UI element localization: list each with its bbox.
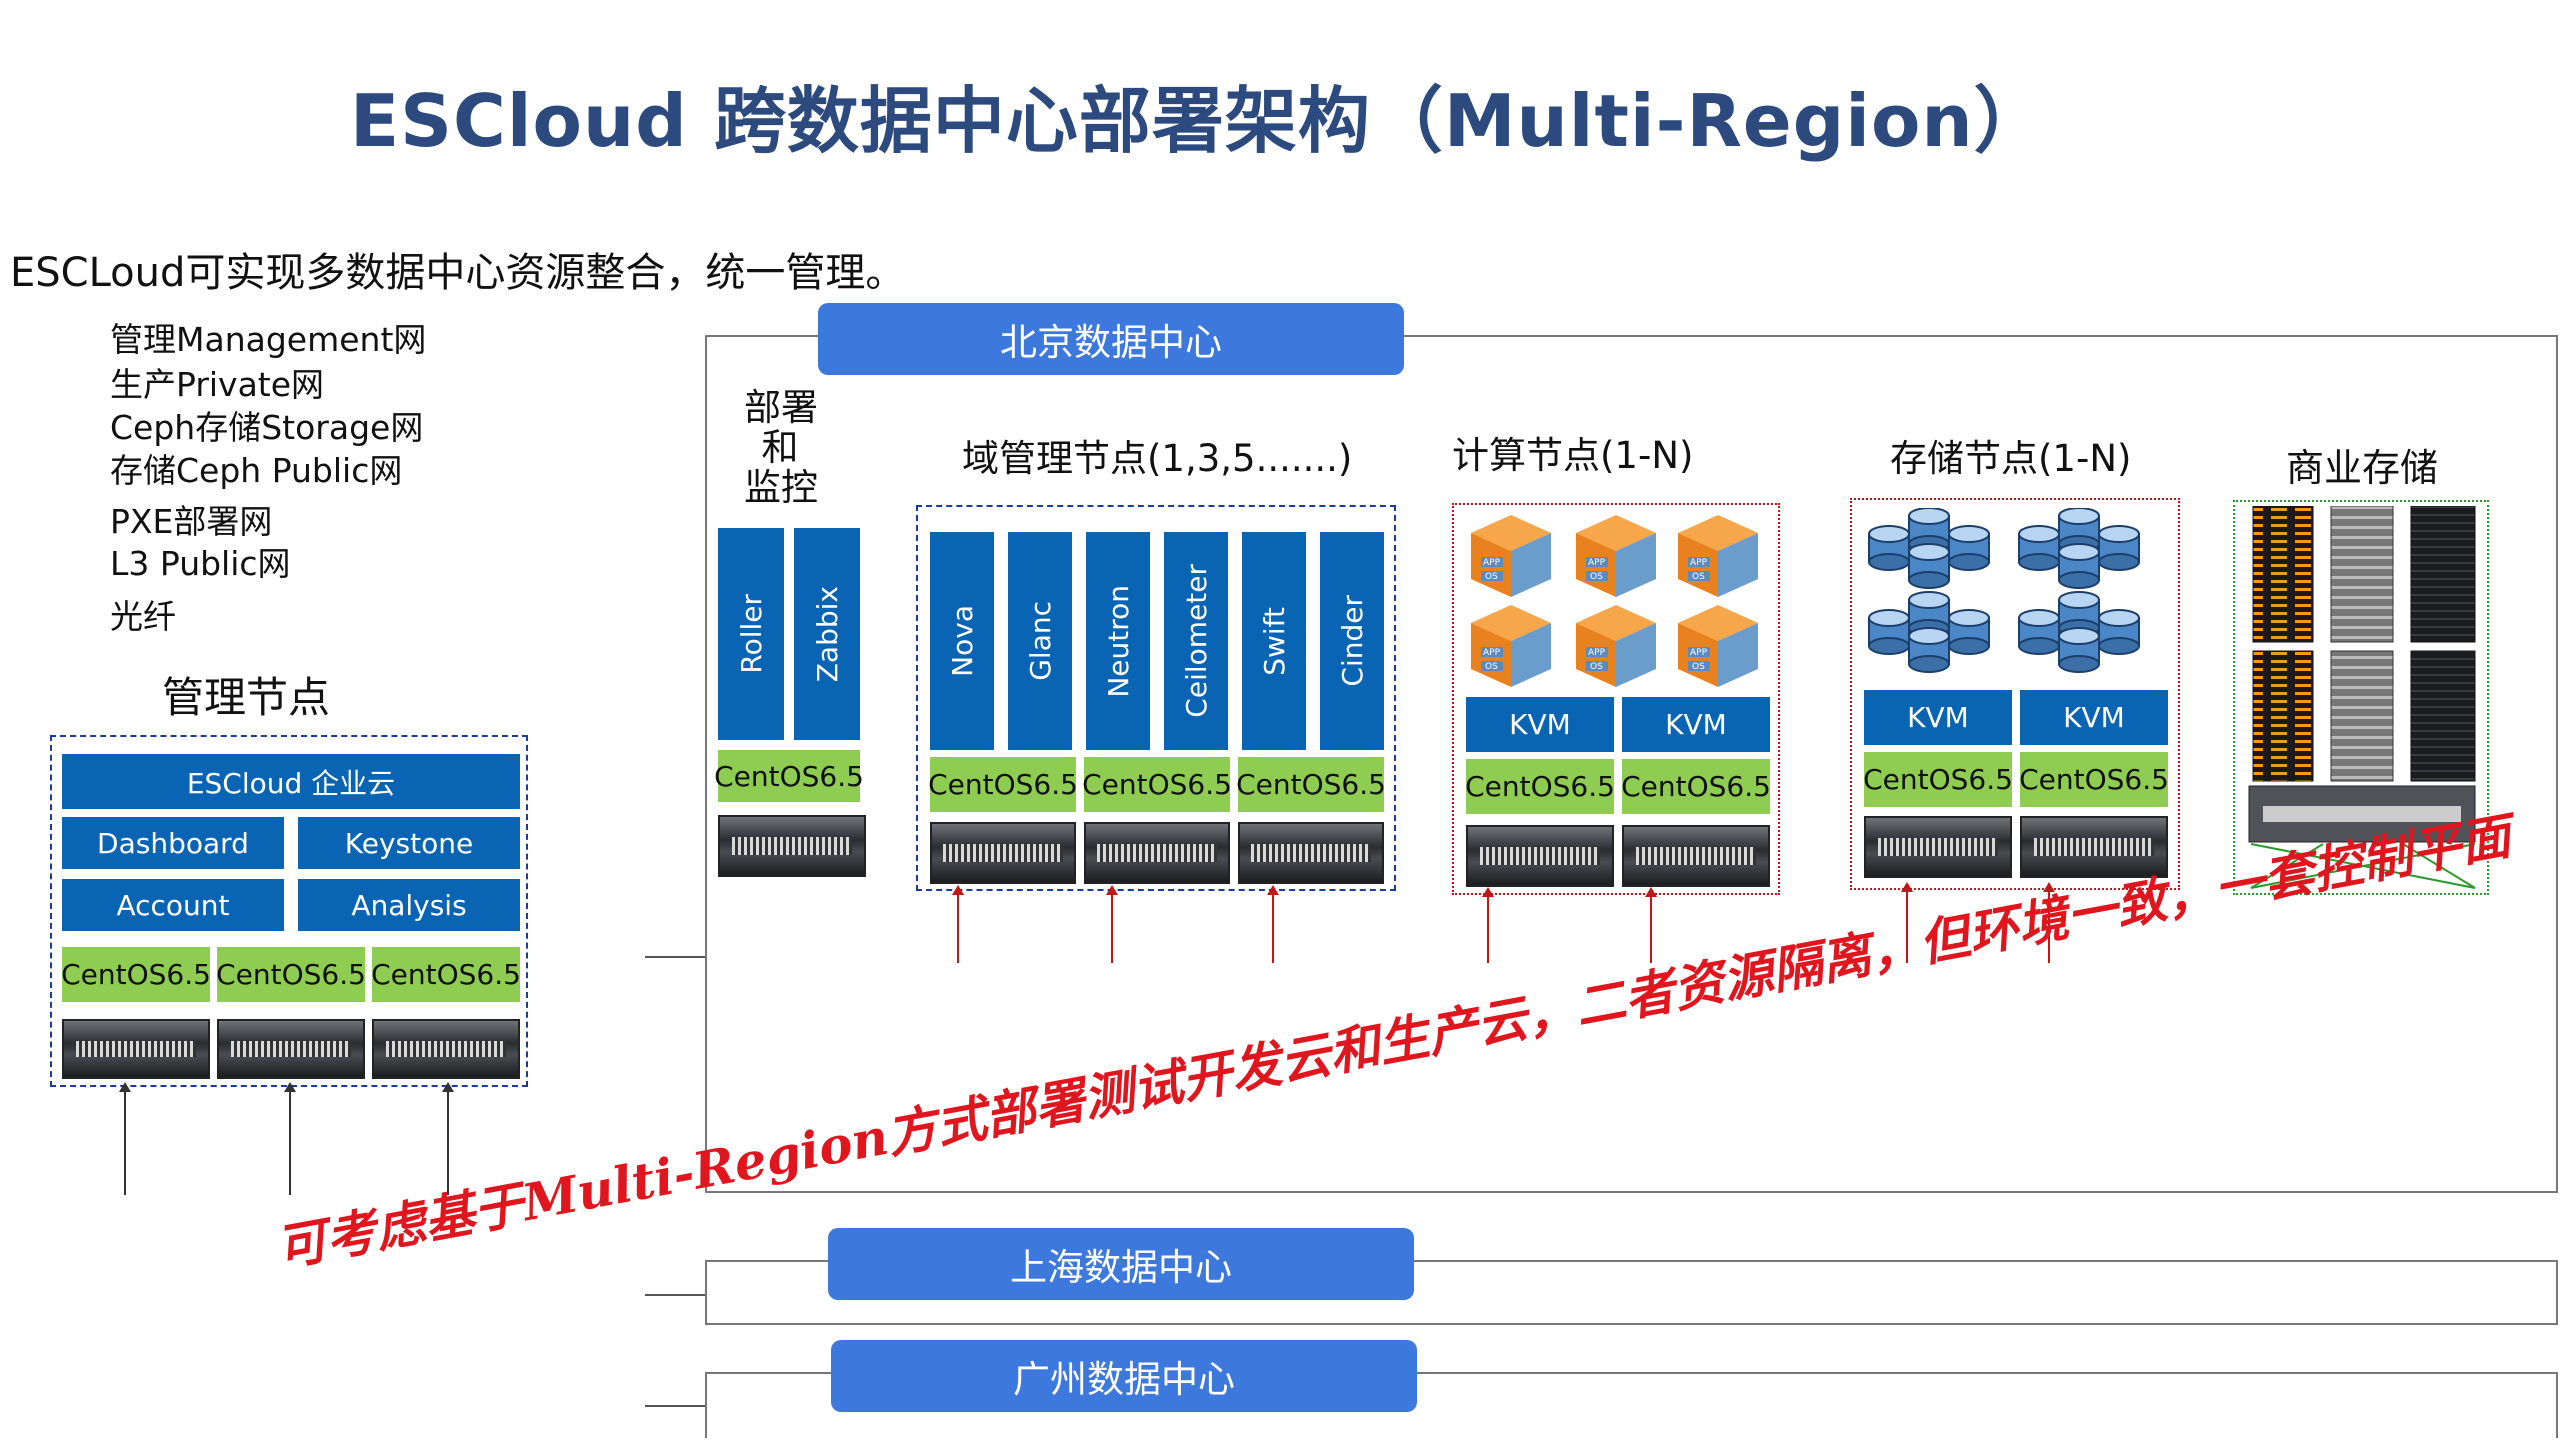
uplink-arrow [442,1082,454,1195]
disk-cylinder-icon [1864,508,2170,698]
legend-item: L3 Public网 [110,544,291,583]
uplink-arrow [1267,885,1279,963]
os-label: CentOS6.5 [1621,759,1771,814]
uplink-arrow [119,1082,131,1195]
storage-heading: 存储节点(1-N) [1890,437,2132,480]
uplink-arrow [1901,882,1913,963]
legend-item: PXE部署网 [110,502,273,541]
zabbix-module: Zabbix [794,528,860,740]
kvm-label: KVM [1622,697,1770,752]
glanc-module: Glanc [1008,532,1072,750]
neutron-module: Neutron [1086,532,1150,750]
kvm-label: KVM [2020,690,2168,745]
shanghai-dc-frame [705,1260,2558,1325]
server-icon [1864,816,2012,878]
connector-line [645,1405,705,1407]
guangzhou-dc-header: 广州数据中心 [831,1340,1417,1412]
server-icon [1622,825,1770,887]
os-label: CentOS6.5 [1236,757,1386,812]
legend-item: 生产Private网 [110,365,325,404]
os-label: CentOS6.5 [1863,752,2013,807]
deploy-heading-line: 部署 [744,386,818,429]
legend-item: 存储Ceph Public网 [110,451,403,490]
server-icon [372,1019,520,1079]
beijing-dc-frame [705,335,2558,1193]
escloud-banner: ESCloud 企业云 [62,754,520,809]
os-label: CentOS6.5 [928,757,1078,812]
legend-item: Ceph存储Storage网 [110,408,424,447]
uplink-arrow [284,1082,296,1195]
guangzhou-dc-frame [705,1372,2558,1438]
uplink-arrow [1482,887,1494,963]
uplink-arrow [1106,885,1118,963]
keystone-module: Keystone [298,817,520,869]
os-label: CentOS6.5 [1465,759,1615,814]
os-label: CentOS6.5 [61,947,211,1002]
storage-node-box: KVM KVM CentOS6.5 CentOS6.5 [1850,498,2180,890]
module-label: Cinder [1335,595,1369,687]
compute-node-box: APP OS KVM KVM CentOS6.5 CentOS6.5 [1452,503,1780,895]
domain-node-box: Nova Glanc Neutron Ceilometer Swift Cind… [916,505,1396,891]
nova-module: Nova [930,532,994,750]
module-label: Roller [734,594,768,674]
app-os-cube-icon: APP OS [1471,515,1758,687]
os-label: CentOS6.5 [371,947,521,1002]
server-icon [1084,822,1230,884]
deploy-heading: 部署 和 监控 [744,386,818,509]
os-label: CentOS6.5 [216,947,366,1002]
uplink-arrow [952,885,964,963]
commercial-storage-box [2233,500,2489,895]
module-label: Swift [1257,606,1291,676]
os-label: CentOS6.5 [714,750,864,802]
server-icon [1466,825,1614,887]
server-icon [62,1019,210,1079]
mgmt-node-box: ESCloud 企业云 Dashboard Keystone Account A… [50,735,528,1087]
mgmt-heading: 管理节点 [162,673,331,722]
os-label: CentOS6.5 [2019,752,2169,807]
compute-heading: 计算节点(1-N) [1452,434,1694,477]
account-module: Account [62,879,284,931]
module-label: Neutron [1101,584,1135,698]
shanghai-dc-header: 上海数据中心 [828,1228,1414,1300]
uplink-arrow [2043,882,2055,963]
swift-module: Swift [1242,532,1306,750]
storage-rack-icon [2248,506,2476,889]
legend-item: 光纤 [110,597,176,636]
server-icon [217,1019,365,1079]
server-icon [1238,822,1384,884]
module-label: Zabbix [810,585,844,683]
kvm-label: KVM [1466,697,1614,752]
connector-line [645,956,705,958]
roller-module: Roller [718,528,784,740]
kvm-label: KVM [1864,690,2012,745]
os-label: CentOS6.5 [1082,757,1232,812]
commercial-heading: 商业存储 [2286,446,2439,490]
uplink-arrow [1645,887,1657,963]
server-icon [930,822,1076,884]
server-icon [718,815,866,877]
legend-item: 管理Management网 [110,320,427,359]
module-label: Nova [945,605,979,677]
ceilometer-module: Ceilometer [1164,532,1228,750]
connector-line [645,1294,705,1296]
cinder-module: Cinder [1320,532,1384,750]
dashboard-module: Dashboard [62,817,284,869]
deploy-heading-line: 监控 [744,466,818,509]
beijing-dc-header: 北京数据中心 [818,303,1404,375]
module-label: Ceilometer [1179,564,1213,718]
domain-heading: 域管理节点(1,3,5.......) [962,437,1353,480]
deploy-heading-line: 和 [761,426,799,469]
analysis-module: Analysis [298,879,520,931]
subtitle: ESCLoud可实现多数据中心资源整合，统一管理。 [10,250,906,296]
server-icon [2020,816,2168,878]
page-title: ESCloud 跨数据中心部署架构（Multi-Region） [350,79,2047,163]
module-label: Glanc [1023,601,1057,681]
